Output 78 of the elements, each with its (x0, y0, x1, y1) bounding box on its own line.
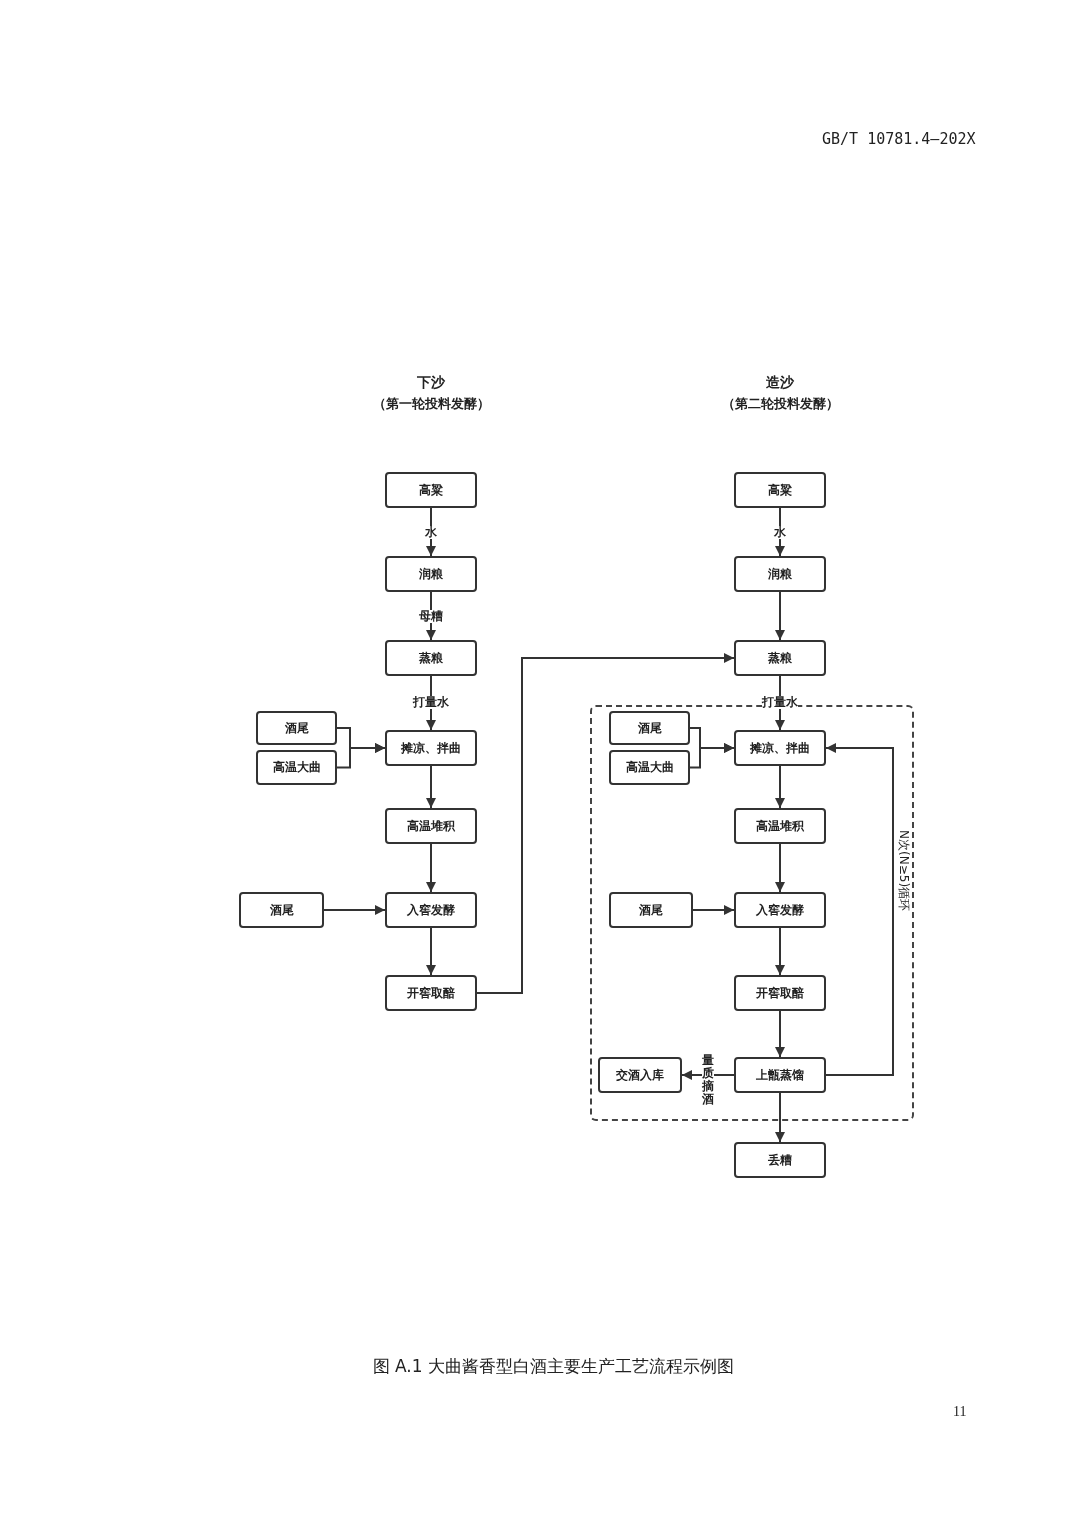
process-box (734, 556, 826, 592)
process-box (734, 808, 826, 844)
process-label: 开窖取醅 (407, 984, 455, 1002)
arrow (689, 743, 735, 769)
process-box (239, 892, 324, 928)
process-label: 高粱 (768, 481, 792, 499)
process-box (385, 472, 477, 508)
process-label: 酒尾 (637, 719, 662, 737)
process-label: 摊凉、拌曲 (750, 739, 810, 757)
arrow (825, 743, 894, 1076)
column-heading: 造沙 (766, 374, 794, 392)
process-label: 润粮 (768, 565, 792, 583)
process-box (256, 711, 337, 745)
arrow (775, 591, 785, 641)
arrow (775, 927, 785, 976)
process-box (734, 975, 826, 1011)
arrow (426, 843, 436, 893)
process-label: 丢糟 (768, 1151, 792, 1169)
arrow (426, 675, 436, 731)
process-box (598, 1057, 682, 1093)
arrow (426, 765, 436, 809)
process-label: 摊凉、拌曲 (401, 739, 461, 757)
process-label: 润粮 (419, 565, 443, 583)
column-heading: （第二轮投料发酵） (721, 395, 839, 413)
edge-label: 水 (425, 525, 437, 539)
arrow (323, 905, 386, 915)
process-label: 酒尾 (269, 901, 294, 919)
edge-label: 打量水 (413, 695, 449, 709)
process-box (734, 472, 826, 508)
process-label: 开窖取醅 (756, 984, 804, 1002)
arrow (775, 765, 785, 809)
process-label: 高温堆积 (756, 817, 804, 835)
edge-label: N次(N≥5)循环 (896, 829, 910, 911)
process-label: 入窖发酵 (407, 901, 455, 919)
process-label: 高粱 (419, 481, 443, 499)
arrow (692, 905, 735, 915)
arrow (775, 1092, 785, 1143)
page-number: 11 (953, 1404, 967, 1420)
process-box (385, 975, 477, 1011)
figure-caption: 图 A.1 大曲酱香型白酒主要生产工艺流程示例图 (372, 1355, 734, 1378)
arrow (426, 927, 436, 976)
column-heading: 下沙 (417, 374, 445, 392)
process-label: 高温堆积 (407, 817, 455, 835)
process-box (385, 556, 477, 592)
process-label: 高温大曲 (625, 759, 674, 776)
process-label: 蒸粮 (768, 649, 792, 667)
process-box (734, 1057, 826, 1093)
arrow (681, 1070, 735, 1080)
arrow (775, 1010, 785, 1058)
edge-label: 打量水 (762, 695, 798, 709)
process-box (385, 808, 477, 844)
process-box (609, 892, 693, 928)
process-box (385, 730, 477, 766)
process-box (734, 1142, 826, 1178)
process-label: 交酒入库 (616, 1066, 664, 1084)
process-box (609, 750, 690, 785)
document-code: GB/T 10781.4—202X (822, 130, 976, 148)
process-label: 上甑蒸馏 (756, 1066, 804, 1084)
arrow (775, 843, 785, 893)
process-label: 酒尾 (284, 719, 309, 737)
process-box (609, 711, 690, 745)
process-label: 蒸粮 (419, 649, 443, 667)
process-box (385, 892, 477, 928)
process-box (734, 730, 826, 766)
arrow (775, 675, 785, 731)
process-box (734, 640, 826, 676)
column-heading: （第一轮投料发酵） (372, 395, 490, 413)
edge-label: 水 (774, 525, 786, 539)
edge-label: 母糟 (419, 609, 443, 623)
process-box (256, 750, 337, 785)
process-label: 酒尾 (639, 901, 663, 919)
edge-label: 量质摘酒 (702, 1053, 714, 1107)
arrow (336, 743, 386, 769)
process-box (734, 892, 826, 928)
process-label: 高温大曲 (272, 759, 321, 776)
process-label: 入窖发酵 (756, 901, 804, 919)
arrow (476, 653, 735, 994)
process-box (385, 640, 477, 676)
